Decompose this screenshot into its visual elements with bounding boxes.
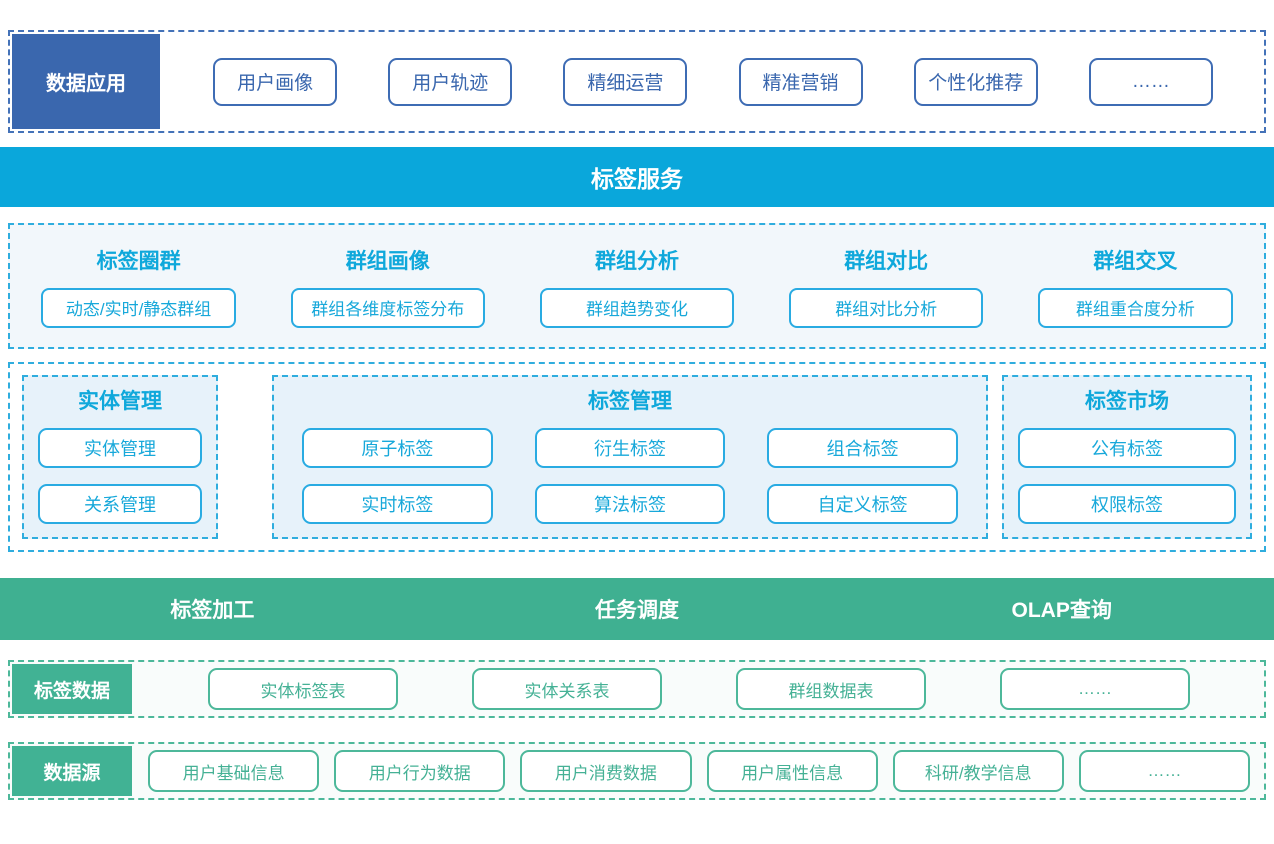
tagdata-box-ellipsis: …… [1000, 668, 1190, 710]
tag-market-panel: 标签市场 公有标签 权限标签 [1002, 375, 1252, 539]
compute-bar-tag-processing: 标签加工 [170, 599, 255, 622]
group-col-title: 标签圈群 [96, 249, 181, 273]
data-application-items: 用户画像 用户轨迹 精细运营 精准营销 个性化推荐 …… [162, 32, 1264, 131]
app-item-personalized-recommendation: 个性化推荐 [913, 57, 1038, 106]
entity-management-panel: 实体管理 实体管理 关系管理 [22, 375, 218, 539]
tag-box-custom: 自定义标签 [767, 484, 958, 524]
group-col-box: 群组对比分析 [789, 287, 984, 328]
source-box-user-consumption-data: 用户消费数据 [520, 750, 692, 792]
compute-bar-task-scheduling: 任务调度 [595, 599, 679, 622]
tag-box-atomic: 原子标签 [302, 428, 493, 468]
tag-data-section: 标签数据 实体标签表 实体关系表 群组数据表 …… [8, 660, 1266, 718]
entity-box-entity-management: 实体管理 [38, 428, 202, 468]
group-col-title: 群组对比 [844, 249, 929, 273]
data-application-section: 数据应用 用户画像 用户轨迹 精细运营 精准营销 个性化推荐 …… [8, 30, 1266, 133]
tag-platform-architecture-diagram: 数据应用 用户画像 用户轨迹 精细运营 精准营销 个性化推荐 …… 标签服务 标… [0, 30, 1274, 844]
tag-box-algorithm: 算法标签 [534, 484, 726, 524]
app-item-ellipsis: …… [1088, 57, 1213, 106]
tagdata-box-entity-tag-table: 实体标签表 [208, 668, 398, 710]
compute-bar-olap-query: OLAP查询 [1011, 599, 1112, 622]
group-col-title: 群组分析 [594, 249, 679, 273]
group-col-box: 群组各维度标签分布 [290, 287, 485, 328]
group-col-title: 群组交叉 [1093, 249, 1178, 273]
tag-box-realtime: 实时标签 [302, 484, 493, 524]
group-col-box: 动态/实时/静态群组 [41, 287, 236, 328]
group-col-box: 群组趋势变化 [539, 287, 735, 328]
tag-management-boxes: 原子标签 衍生标签 组合标签 实时标签 算法标签 自定义标签 [288, 428, 972, 524]
group-col-tag-circle: 标签圈群 动态/实时/静态群组 [14, 245, 263, 328]
data-source-section: 数据源 用户基础信息 用户行为数据 用户消费数据 用户属性信息 科研/教学信息 … [8, 742, 1266, 800]
management-section: 实体管理 实体管理 关系管理 标签管理 原子标签 衍生标签 组合标签 实时标签 … [8, 362, 1266, 552]
group-analysis-section: 标签圈群 动态/实时/静态群组 群组画像 群组各维度标签分布 群组分析 群组趋势… [8, 223, 1266, 349]
tag-management-title: 标签管理 [588, 390, 672, 413]
tagdata-box-entity-relation-table: 实体关系表 [472, 668, 662, 710]
source-box-user-basic-info: 用户基础信息 [148, 750, 320, 792]
source-box-ellipsis: …… [1078, 750, 1251, 792]
tag-management-panel: 标签管理 原子标签 衍生标签 组合标签 实时标签 算法标签 自定义标签 [272, 375, 988, 539]
entity-box-relation-management: 关系管理 [38, 484, 202, 524]
group-col-title: 群组画像 [345, 249, 430, 273]
compute-bar: 标签加工 任务调度 OLAP查询 [0, 578, 1274, 640]
source-box-user-attribute-info: 用户属性信息 [706, 750, 878, 792]
tag-box-composite: 组合标签 [767, 428, 958, 468]
entity-management-title: 实体管理 [78, 390, 162, 413]
group-col-group-profile: 群组画像 群组各维度标签分布 [263, 245, 512, 328]
app-item-user-profile: 用户画像 [213, 57, 338, 106]
group-col-group-compare: 群组对比 群组对比分析 [762, 245, 1011, 328]
market-box-permission-tag: 权限标签 [1018, 484, 1236, 524]
tagdata-box-group-data-table: 群组数据表 [736, 668, 926, 710]
group-col-group-analysis: 群组分析 群组趋势变化 [512, 245, 761, 328]
app-item-user-track: 用户轨迹 [388, 57, 513, 106]
app-item-precision-marketing: 精准营销 [738, 57, 863, 106]
app-item-fine-operation: 精细运营 [563, 57, 688, 106]
data-application-label: 数据应用 [12, 34, 160, 129]
group-col-box: 群组重合度分析 [1038, 287, 1233, 328]
data-source-label: 数据源 [12, 746, 132, 796]
tag-market-boxes: 公有标签 权限标签 [1018, 428, 1236, 524]
tag-service-bar: 标签服务 [0, 147, 1274, 207]
group-col-group-intersect: 群组交叉 群组重合度分析 [1011, 245, 1260, 328]
market-box-public-tag: 公有标签 [1018, 428, 1236, 468]
source-box-user-behavior-data: 用户行为数据 [334, 750, 506, 792]
source-box-research-teaching-info: 科研/教学信息 [892, 750, 1064, 792]
tag-data-items: 实体标签表 实体关系表 群组数据表 …… [134, 662, 1264, 716]
tag-market-title: 标签市场 [1085, 390, 1169, 413]
tag-box-derived: 衍生标签 [534, 428, 726, 468]
tag-data-label: 标签数据 [12, 664, 132, 714]
data-source-items: 用户基础信息 用户行为数据 用户消费数据 用户属性信息 科研/教学信息 …… [134, 744, 1264, 798]
entity-management-boxes: 实体管理 关系管理 [38, 428, 202, 524]
